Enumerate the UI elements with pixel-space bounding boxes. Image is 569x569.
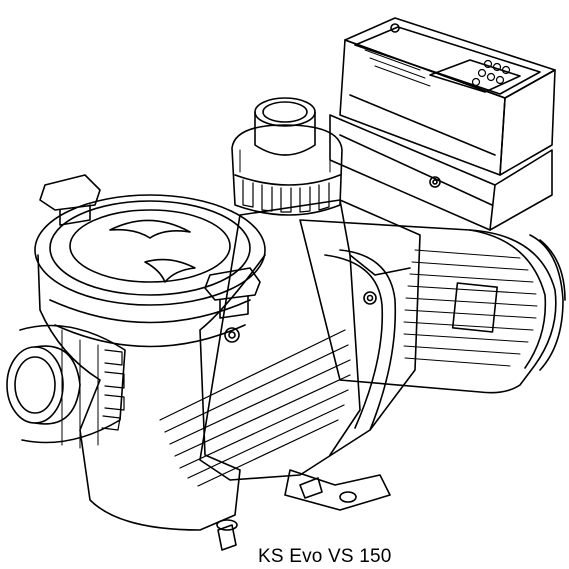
motor-end-cap [529, 234, 564, 371]
control-display-panel [429, 59, 521, 93]
pump-body-ribs [159, 329, 351, 487]
motor-cooling-fins [403, 249, 538, 367]
lid-lock-knob [204, 267, 261, 301]
screw-icon [432, 179, 438, 185]
screw-icon [429, 176, 441, 188]
control-button-icon [486, 72, 496, 82]
control-buttons [471, 59, 511, 87]
control-unit-vents [364, 49, 431, 87]
drain-plug-icon [299, 477, 323, 499]
bolt-icon [363, 291, 377, 305]
pump-body [159, 199, 421, 511]
motor-housing [299, 219, 566, 394]
control-button-icon [495, 75, 505, 85]
screw-icon [390, 23, 400, 33]
lid-lock-knob [39, 174, 101, 211]
inlet-union-left [6, 324, 126, 449]
control-button-icon [477, 68, 487, 78]
lid-handle [109, 219, 191, 239]
control-unit-box [329, 17, 556, 231]
lid-handle [144, 258, 196, 283]
control-button-icon [492, 62, 502, 72]
union-nut-teeth [242, 179, 330, 213]
control-button-icon [483, 59, 493, 69]
bolt-icon [366, 294, 374, 302]
control-button-icon [471, 77, 481, 87]
bolt-icon [228, 331, 236, 339]
prefilter-housing [34, 174, 266, 551]
bolt-icon [224, 327, 240, 343]
motor-nameplate [451, 282, 498, 333]
drain-plug-icon [217, 524, 237, 551]
control-button-icon [501, 65, 511, 75]
product-name-caption: KS Evo VS 150 [258, 546, 392, 567]
pump-base-foot [284, 469, 391, 511]
outlet-union-top [231, 97, 343, 216]
mounting-hole-icon [339, 491, 357, 503]
union-nut-teeth [101, 349, 125, 431]
